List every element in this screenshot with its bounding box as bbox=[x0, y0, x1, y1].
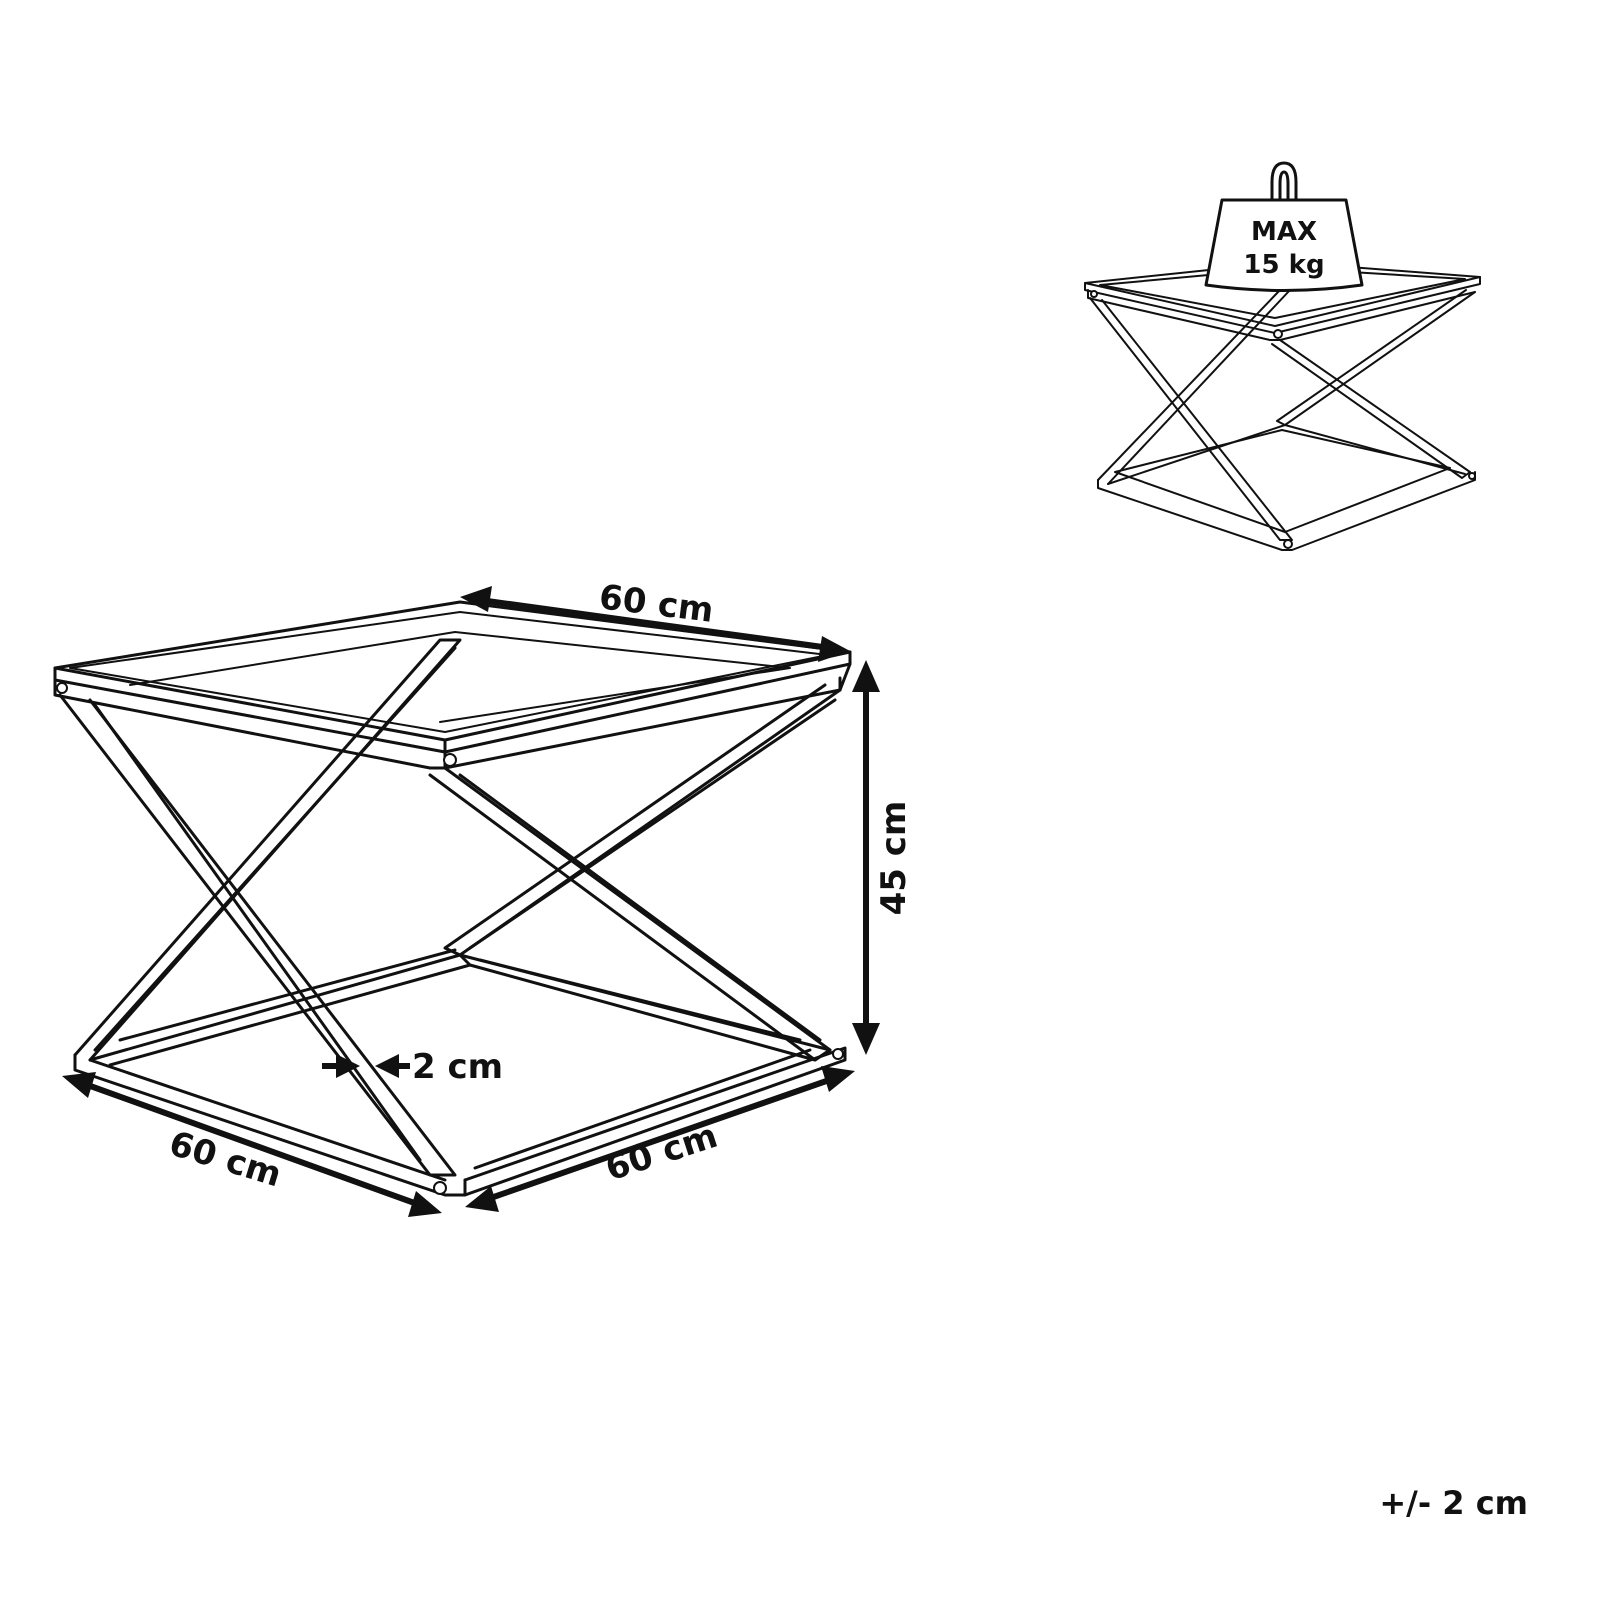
tolerance-label: +/- 2 cm bbox=[1379, 1484, 1528, 1522]
small-bolt-3 bbox=[1283, 539, 1293, 549]
main-table-drawing bbox=[53, 600, 852, 1197]
max-load-label: 15 kg bbox=[1243, 250, 1324, 280]
dimension-front-left bbox=[62, 1072, 442, 1217]
right-leg-diagonal-a bbox=[428, 766, 832, 1062]
bottom-frame-front-right-inner bbox=[473, 1048, 812, 1170]
bolt-top-left bbox=[56, 682, 68, 694]
small-bolt-2 bbox=[1273, 329, 1283, 339]
left-leg-diagonal-a-inner bbox=[93, 703, 422, 1162]
small-bottom-frame-inner bbox=[1114, 429, 1451, 533]
small-bottom-frame bbox=[1097, 471, 1476, 551]
right-leg-diagonal-b-inner bbox=[468, 698, 837, 950]
leg-thickness-label: 2 cm bbox=[412, 1047, 503, 1087]
bottom-frame-front-left-inner bbox=[88, 1058, 447, 1182]
small-top-rail bbox=[1087, 289, 1476, 341]
left-leg-diagonal-b-inner bbox=[93, 646, 457, 1052]
small-bolt-1 bbox=[1090, 290, 1098, 298]
bottom-frame-rear-right-inner bbox=[478, 958, 802, 1042]
small-leg-c bbox=[1271, 339, 1471, 479]
height-label: 45 cm bbox=[874, 801, 914, 916]
dimension-top-width bbox=[460, 586, 850, 662]
small-leg-d bbox=[1276, 289, 1476, 426]
bolt-bottom-front bbox=[433, 1181, 447, 1195]
left-leg-diagonal-b bbox=[73, 638, 462, 1062]
bottom-frame-rear-left bbox=[88, 953, 472, 1067]
table-top-edge-front bbox=[53, 666, 447, 754]
dimension-front-right bbox=[465, 1066, 855, 1212]
small-bottom-frame-rear bbox=[1107, 424, 1466, 485]
left-leg-diagonal-a bbox=[58, 693, 457, 1177]
bottom-frame-rear-left-inner bbox=[118, 948, 457, 1042]
top-rail-front-right bbox=[443, 662, 852, 770]
right-leg-diagonal-a-inner bbox=[458, 773, 822, 1042]
dimension-height bbox=[852, 660, 880, 1055]
bolt-bottom-right bbox=[832, 1048, 844, 1060]
small-leg-a bbox=[1089, 297, 1293, 541]
max-label: MAX bbox=[1251, 217, 1317, 247]
dimension-leg-thickness bbox=[322, 1054, 410, 1078]
bottom-frame-front-right bbox=[463, 1046, 847, 1197]
bottom-frame-front-left bbox=[73, 1053, 467, 1197]
bolt-top-front bbox=[443, 753, 457, 767]
small-bolt-4 bbox=[1468, 472, 1476, 480]
table-top-inner-2 bbox=[129, 631, 791, 723]
load-table-drawing bbox=[1084, 261, 1481, 551]
weight-icon bbox=[1204, 161, 1364, 292]
